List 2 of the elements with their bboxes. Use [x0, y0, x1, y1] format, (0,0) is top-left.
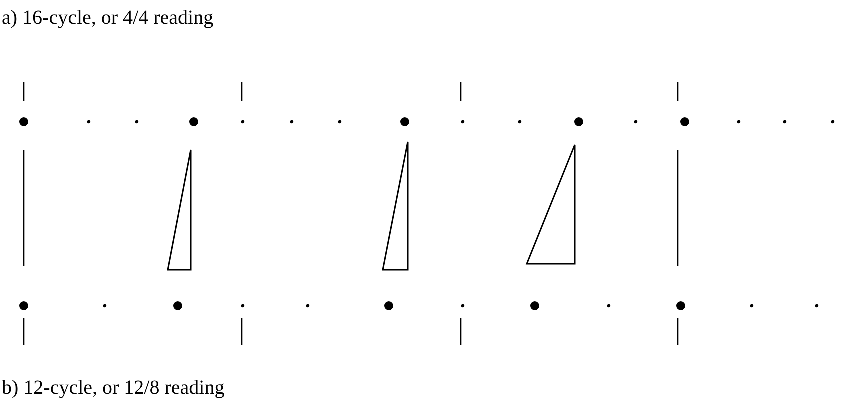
caption: b) 12-cycle, or 12/8 reading — [2, 376, 225, 401]
caption: a) 16-cycle, or 4/4 reading — [2, 6, 214, 31]
